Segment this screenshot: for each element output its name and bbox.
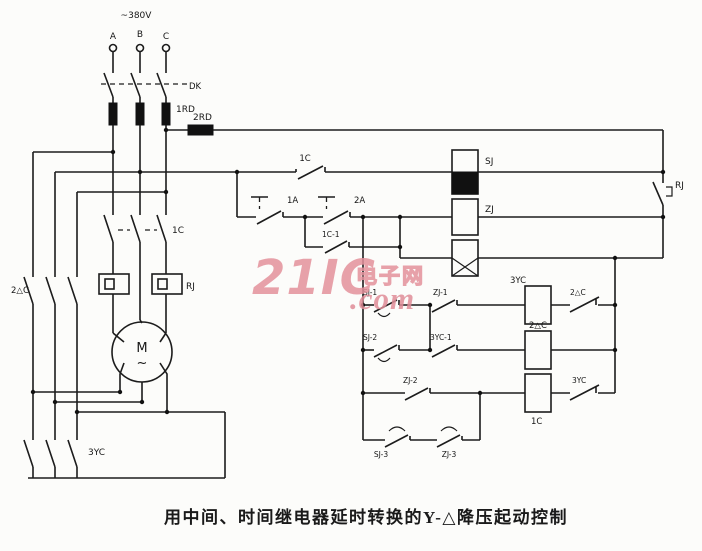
knife-switch: DK xyxy=(101,70,202,98)
delta-coil xyxy=(524,330,552,370)
row1-relay-contact-label: ZJ-1 xyxy=(433,288,448,297)
indicator-element xyxy=(400,239,663,277)
star-contactor-contacts: 3YC xyxy=(23,437,225,479)
line-coil-label: 1C xyxy=(531,417,542,427)
main-fuses: 1RD xyxy=(108,97,195,192)
overload-contact: RJ xyxy=(652,130,684,258)
intermediate-relay-coil xyxy=(451,198,479,236)
row2-delay-contact-label: SJ-2 xyxy=(363,333,377,342)
row1-delay-contact-label: SJ-1 xyxy=(363,288,377,297)
star-coil xyxy=(524,285,552,325)
delta-contactor-label: 2△C xyxy=(11,286,29,296)
second-button: 2A xyxy=(318,196,365,225)
motor-ac-symbol: ~ xyxy=(137,356,148,371)
terminal-b xyxy=(135,43,145,53)
delta-contactor-contacts: 2△C xyxy=(11,274,78,412)
bottom-row: SJ-3 ZJ-3 xyxy=(363,393,481,459)
phase-a-label: A xyxy=(110,32,117,42)
start-button-label: 1A xyxy=(287,196,298,206)
star-contactor-label: 3YC xyxy=(88,448,105,458)
overload-contact-label: RJ xyxy=(675,181,684,191)
power-circuit: ~380V A B C DK 1RD 2RD xyxy=(11,11,663,479)
phase-c-label: C xyxy=(163,32,169,42)
aux-contact-label: 1C-1 xyxy=(322,230,340,239)
second-button-label: 2A xyxy=(354,196,365,206)
control-fuse: 2RD xyxy=(166,113,663,136)
figure-caption: 用中间、时间继电器延时转换的Y-△降压起动控制 xyxy=(164,508,568,527)
bottom-delay-contact-2-label: ZJ-3 xyxy=(442,450,457,459)
main-fuse-label: 1RD xyxy=(176,105,195,115)
start-button: 1A xyxy=(251,196,298,225)
knife-switch-label: DK xyxy=(189,82,202,92)
thermal-relay-elements: RJ xyxy=(98,273,195,333)
row2-aux-contact-label: 3YC-1 xyxy=(430,333,452,342)
control-fuse-label: 2RD xyxy=(193,113,212,123)
motor: M ~ xyxy=(111,319,173,412)
aux-contact: 1C-1 xyxy=(304,217,401,258)
main-contactor-label: 1C xyxy=(172,226,184,236)
delta-coil-label: 2△C xyxy=(529,321,547,331)
control-circuit: 1C SJ RJ 1A 2A xyxy=(236,130,684,459)
star-coil-label: 3YC xyxy=(510,276,526,286)
row1-interlock-label: 2△C xyxy=(570,288,586,297)
phase-b-label: B xyxy=(137,30,143,40)
line-coil xyxy=(524,373,552,413)
bottom-delay-contact-1-label: SJ-3 xyxy=(374,450,388,459)
row3-interlock-label: 3YC xyxy=(572,376,586,385)
supply-voltage-label: ~380V xyxy=(121,11,153,21)
row3-relay-contact-label: ZJ-2 xyxy=(403,376,418,385)
junction-dots xyxy=(30,127,666,415)
intermediate-relay-coil-label: ZJ xyxy=(485,205,494,215)
motor-letter: M xyxy=(136,341,147,356)
thermal-relay-label: RJ xyxy=(186,282,195,292)
row1: SJ-1 ZJ-1 3YC 2△C xyxy=(363,276,615,350)
hold-contact-label: 1C xyxy=(299,154,310,164)
row3: ZJ-2 1C 3YC xyxy=(363,373,615,427)
terminal-c xyxy=(161,43,171,53)
time-relay-coil-label: SJ xyxy=(485,157,493,167)
terminal-a xyxy=(108,43,118,53)
row2: SJ-2 3YC-1 2△C xyxy=(363,321,615,370)
main-contactor-contacts: 1C xyxy=(103,152,184,320)
